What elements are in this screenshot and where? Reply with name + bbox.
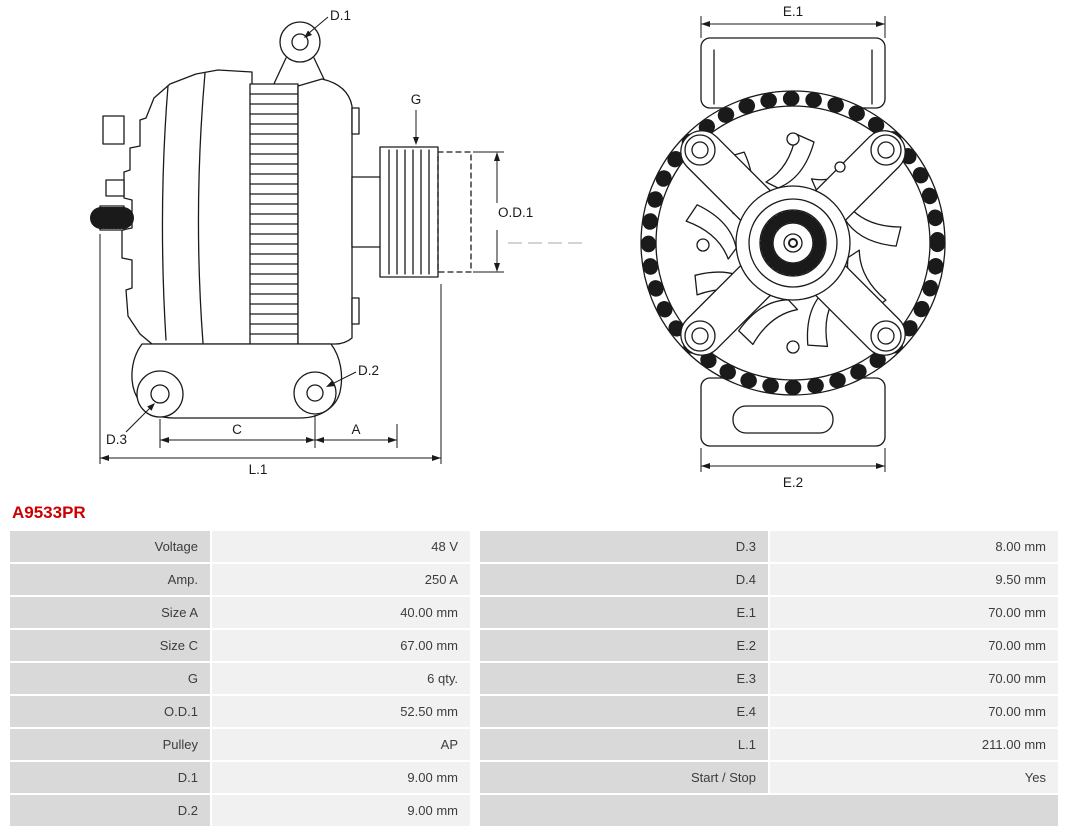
spec-label: Size C bbox=[10, 630, 210, 661]
spec-value: 70.00 mm bbox=[770, 663, 1058, 694]
dim-label-d1: D.1 bbox=[330, 8, 351, 23]
spec-value: Yes bbox=[770, 762, 1058, 793]
spec-label: L.1 bbox=[480, 729, 768, 760]
spec-value: 67.00 mm bbox=[212, 630, 470, 661]
spec-value: 250 A bbox=[212, 564, 470, 595]
dim-label-d3: D.3 bbox=[106, 432, 127, 447]
spec-value: 52.50 mm bbox=[212, 696, 470, 727]
table-row: Voltage 48 V D.3 8.00 mm bbox=[10, 531, 1058, 562]
spec-label: Size A bbox=[10, 597, 210, 628]
spec-label: Start / Stop bbox=[480, 762, 768, 793]
spec-value: 70.00 mm bbox=[770, 630, 1058, 661]
table-row: Amp. 250 A D.4 9.50 mm bbox=[10, 564, 1058, 595]
alternator-front-view bbox=[640, 37, 946, 447]
table-row: D.2 9.00 mm bbox=[10, 795, 1058, 826]
spec-value: 70.00 mm bbox=[770, 696, 1058, 727]
dim-label-d2: D.2 bbox=[358, 363, 379, 378]
dim-label-od1: O.D.1 bbox=[498, 205, 533, 220]
dim-label-e1: E.1 bbox=[783, 4, 803, 19]
spec-value: 211.00 mm bbox=[770, 729, 1058, 760]
spec-label: Amp. bbox=[10, 564, 210, 595]
technical-drawing-area: D.1 G O.D.1 D.2 D.3 C A L.1 bbox=[90, 4, 946, 490]
part-number: A9533PR bbox=[12, 503, 86, 522]
spec-label: D.2 bbox=[10, 795, 210, 826]
table-row: G 6 qty. E.3 70.00 mm bbox=[10, 663, 1058, 694]
spec-empty-cell bbox=[480, 795, 1058, 826]
alternator-side-view bbox=[90, 21, 472, 419]
spec-label: E.4 bbox=[480, 696, 768, 727]
bottom-bracket bbox=[131, 343, 343, 419]
spec-value: 8.00 mm bbox=[770, 531, 1058, 562]
spec-label: E.2 bbox=[480, 630, 768, 661]
spec-value: 40.00 mm bbox=[212, 597, 470, 628]
spec-value: 9.00 mm bbox=[212, 795, 470, 826]
pulley-od-projection bbox=[437, 151, 472, 273]
table-row: Pulley AP L.1 211.00 mm bbox=[10, 729, 1058, 760]
table-row: Size C 67.00 mm E.2 70.00 mm bbox=[10, 630, 1058, 661]
spec-value: 70.00 mm bbox=[770, 597, 1058, 628]
table-row: Size A 40.00 mm E.1 70.00 mm bbox=[10, 597, 1058, 628]
rear-housing bbox=[121, 69, 253, 345]
spec-label: D.3 bbox=[480, 531, 768, 562]
spec-label: D.4 bbox=[480, 564, 768, 595]
pulley bbox=[379, 146, 439, 278]
spec-label: Voltage bbox=[10, 531, 210, 562]
spec-value: 6 qty. bbox=[212, 663, 470, 694]
spec-label: Pulley bbox=[10, 729, 210, 760]
table-row: D.1 9.00 mm Start / Stop Yes bbox=[10, 762, 1058, 793]
spec-value: 48 V bbox=[212, 531, 470, 562]
spec-value: AP bbox=[212, 729, 470, 760]
center-hub bbox=[735, 185, 851, 301]
dim-label-g: G bbox=[411, 92, 422, 107]
spec-label: O.D.1 bbox=[10, 696, 210, 727]
side-view-dimensions bbox=[99, 16, 588, 464]
dim-label-c: C bbox=[232, 422, 242, 437]
dim-label-e2: E.2 bbox=[783, 475, 803, 490]
alternator-diagram: D.1 G O.D.1 D.2 D.3 C A L.1 bbox=[90, 4, 946, 490]
spec-value: 9.00 mm bbox=[212, 762, 470, 793]
front-housing bbox=[297, 78, 353, 345]
dim-label-a: A bbox=[351, 422, 360, 437]
spec-label: E.1 bbox=[480, 597, 768, 628]
spec-label: G bbox=[10, 663, 210, 694]
bracket-slot bbox=[732, 405, 834, 434]
front-view-dimensions bbox=[700, 16, 886, 472]
table-row: O.D.1 52.50 mm E.4 70.00 mm bbox=[10, 696, 1058, 727]
dim-label-l1: L.1 bbox=[249, 462, 268, 477]
specs-table: Voltage 48 V D.3 8.00 mm Amp. 250 A D.4 … bbox=[10, 531, 1058, 826]
spec-value: 9.50 mm bbox=[770, 564, 1058, 595]
spec-label: D.1 bbox=[10, 762, 210, 793]
spec-label: E.3 bbox=[480, 663, 768, 694]
